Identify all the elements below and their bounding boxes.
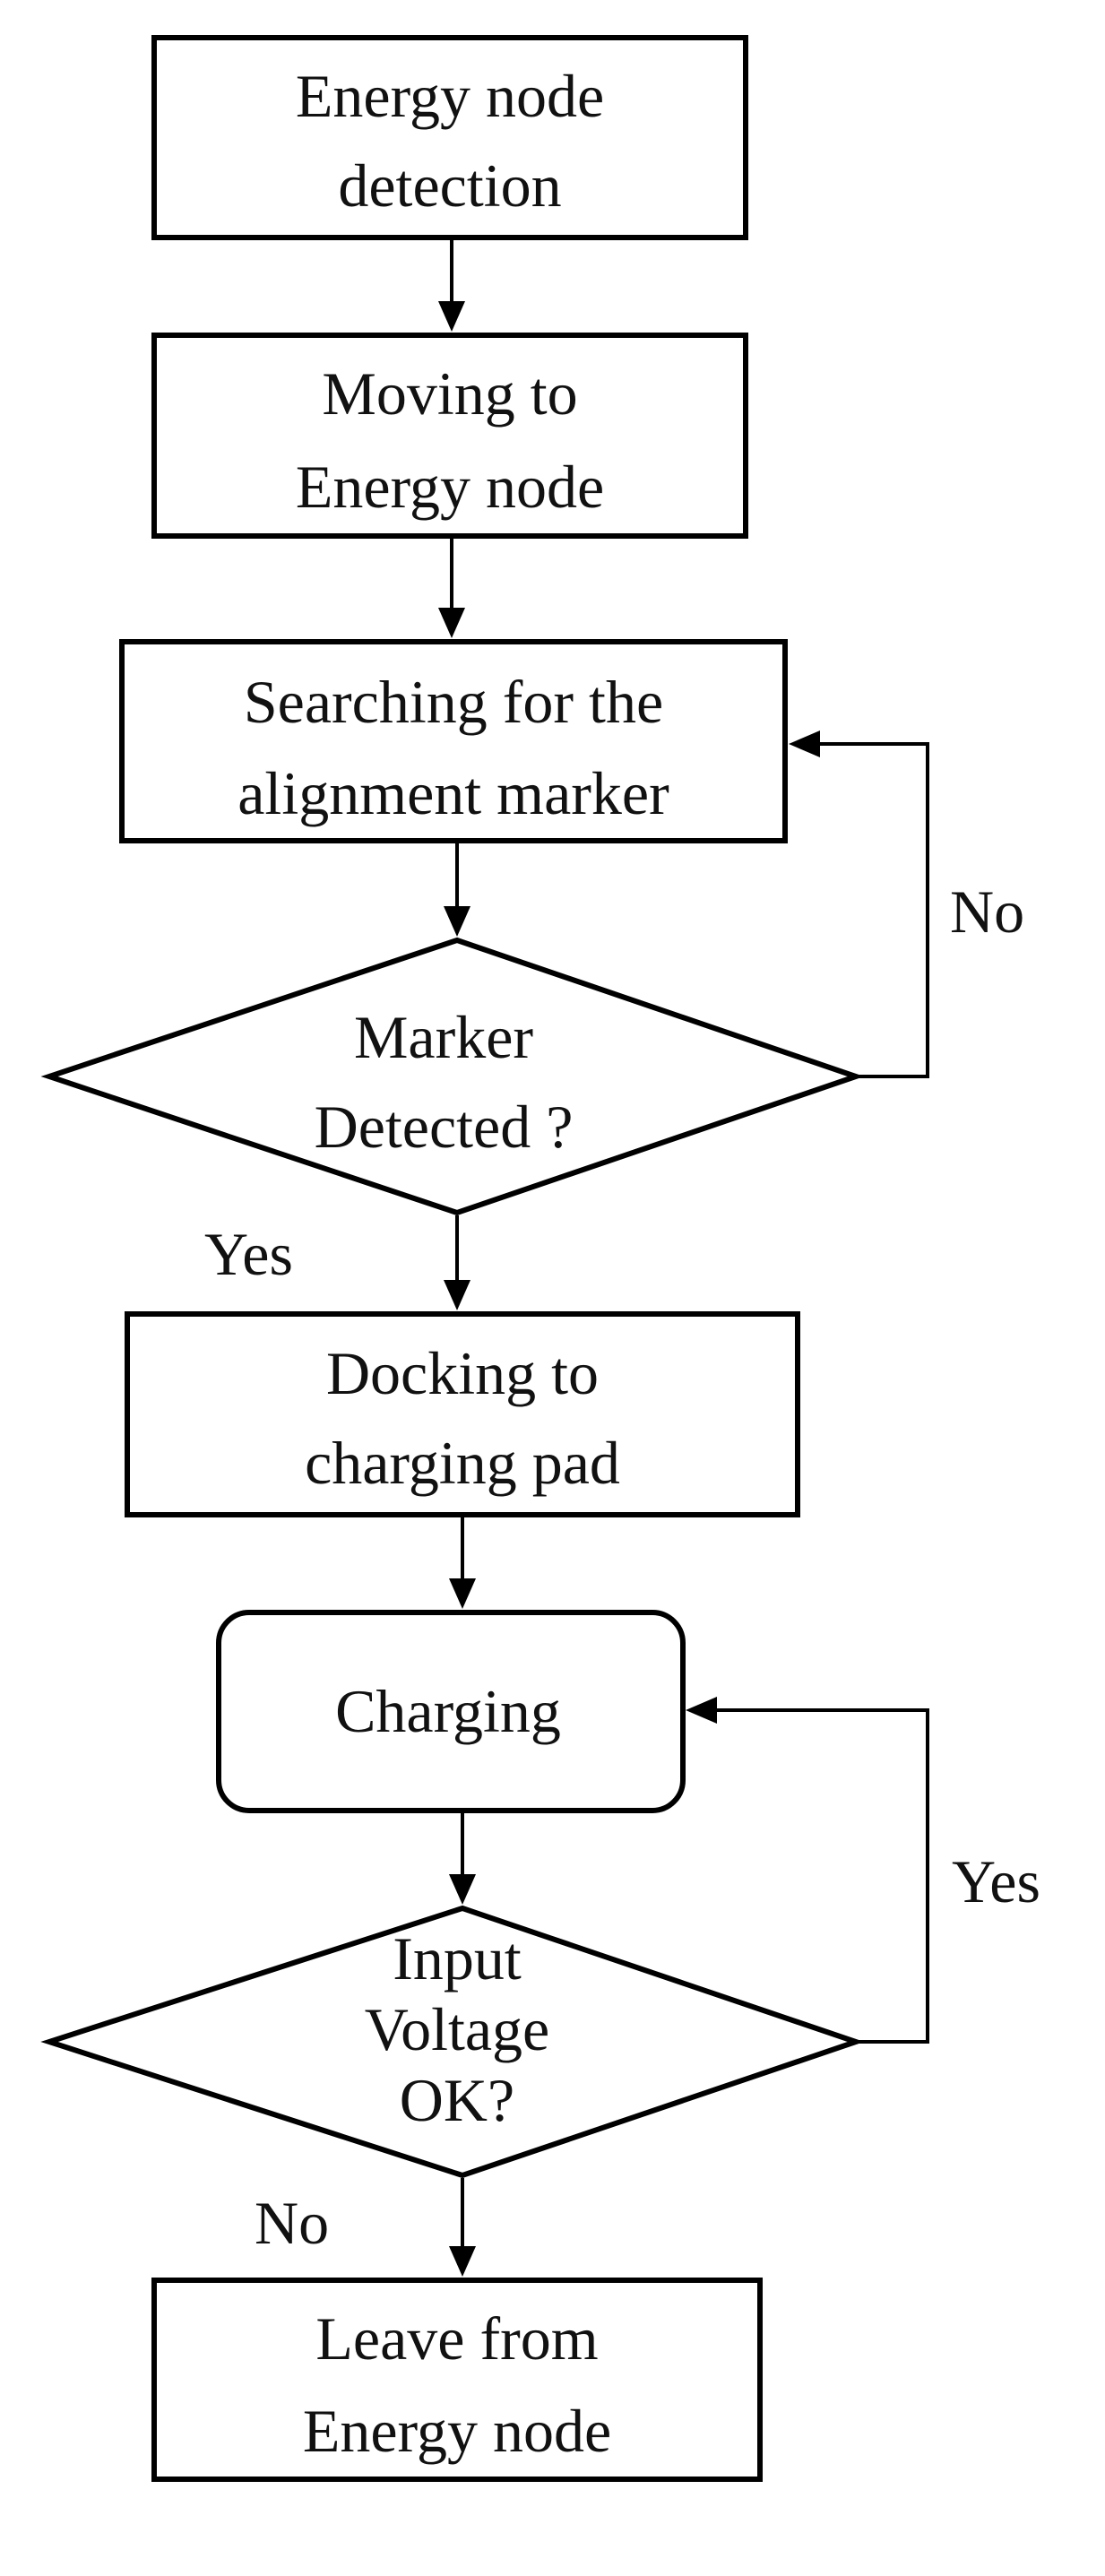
arrowhead-icon — [449, 2246, 476, 2277]
arrowhead-icon — [438, 301, 465, 332]
node-marker-detected-decision: Marker Detected ? — [40, 937, 865, 1216]
process-box — [125, 1311, 800, 1517]
node-label: Energy node — [296, 62, 604, 130]
process-box — [151, 333, 748, 539]
arrowhead-icon — [438, 608, 465, 638]
node-label: Leave from — [315, 2304, 598, 2373]
node-label: Charging — [335, 1677, 561, 1745]
arrowhead-icon — [444, 1280, 470, 1310]
node-label: Marker — [354, 1003, 533, 1071]
node-label: Searching for the — [244, 668, 663, 736]
edge-label-voltage-no: No — [255, 2189, 329, 2257]
node-leave-from-energy-node: Leave from Energy node — [151, 2278, 763, 2482]
arrowhead-icon — [789, 730, 820, 757]
node-label: Voltage — [365, 1995, 550, 2063]
arrowhead-icon — [444, 906, 470, 937]
connectors — [438, 238, 929, 2277]
node-label: Moving to — [322, 359, 577, 428]
node-label: Input — [393, 1924, 522, 1993]
node-charging: Charging — [216, 1610, 686, 1813]
node-label: OK? — [400, 2066, 514, 2134]
node-label: Detected ? — [315, 1093, 574, 1161]
node-label: detection — [338, 151, 561, 220]
node-label: Docking to — [326, 1339, 599, 1407]
node-energy-node-detection: Energy node detection — [151, 35, 748, 240]
node-label: alignment marker — [237, 759, 669, 827]
process-box — [151, 35, 748, 240]
arrowhead-icon — [449, 1578, 476, 1609]
node-input-voltage-decision: Input Voltage OK? — [40, 1905, 865, 2179]
node-label: charging pad — [305, 1429, 620, 1497]
decision-diamond — [40, 1905, 865, 2179]
node-docking-to-charging-pad: Docking to charging pad — [125, 1311, 800, 1517]
node-moving-to-energy-node: Moving to Energy node — [151, 333, 748, 539]
arrowhead-icon — [686, 1697, 717, 1724]
node-label: Energy node — [296, 453, 604, 521]
decision-diamond — [40, 937, 865, 1216]
edge-label-marker-no: No — [950, 877, 1024, 946]
edge-label-marker-yes: Yes — [204, 1220, 293, 1288]
arrow-voltage-yes-loop — [717, 1708, 929, 2044]
arrow-marker-no-loop — [820, 742, 929, 1078]
terminal-rounded-box — [216, 1610, 686, 1813]
arrowhead-icon — [449, 1874, 476, 1905]
node-searching-alignment-marker: Searching for the alignment marker — [119, 639, 788, 843]
edge-label-voltage-yes: Yes — [952, 1847, 1040, 1915]
process-box — [151, 2278, 763, 2482]
edge-labels: No Yes Yes No — [204, 877, 1040, 2257]
process-box — [119, 639, 788, 843]
node-label: Energy node — [303, 2397, 611, 2465]
